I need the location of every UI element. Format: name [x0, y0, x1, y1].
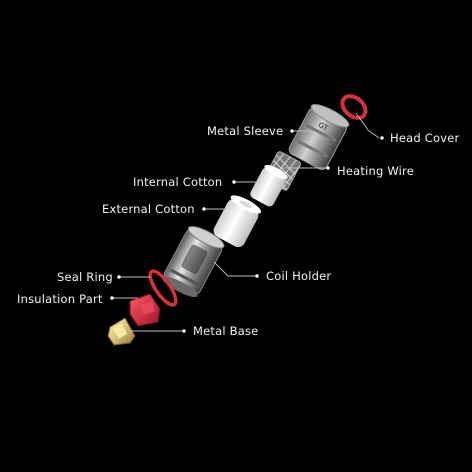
- label-metal-base: Metal Base: [193, 324, 259, 338]
- metal-sleeve-part: GT: [288, 104, 350, 170]
- label-metal-sleeve: Metal Sleeve: [207, 124, 284, 138]
- leader-head-cover: [355, 112, 380, 139]
- coil-holder-part: [162, 225, 225, 298]
- label-heating-wire: Heating Wire: [337, 164, 414, 178]
- metal-base-part: [107, 317, 136, 346]
- internal-cotton-part: [250, 164, 288, 207]
- leader-lines: [110, 112, 384, 333]
- label-seal-ring: Seal Ring: [57, 270, 113, 284]
- label-insulation-part: Insulation Part: [17, 292, 103, 306]
- label-internal-cotton: Internal Cotton: [133, 175, 223, 189]
- external-cotton-part: [213, 195, 262, 248]
- seal-ring-part: [148, 269, 178, 307]
- label-coil-holder: Coil Holder: [266, 269, 332, 283]
- head-cover-ring: [340, 94, 368, 120]
- insulation-part-shape: [129, 293, 161, 327]
- label-external-cotton: External Cotton: [102, 202, 195, 216]
- leader-metal-sleeve: [292, 130, 317, 137]
- label-head-cover: Head Cover: [390, 131, 460, 145]
- leader-coil-holder: [213, 261, 257, 277]
- svg-text:GT: GT: [317, 121, 330, 133]
